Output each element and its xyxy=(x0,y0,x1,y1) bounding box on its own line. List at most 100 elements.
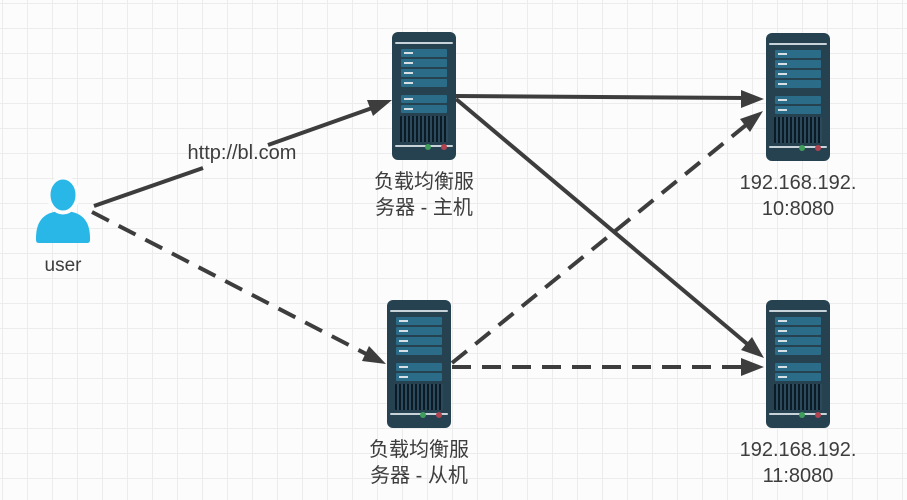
user-label: user xyxy=(44,255,82,276)
node-backend-2: 192.168.192. 11:8080 xyxy=(718,300,878,489)
drive-bar xyxy=(775,337,821,345)
led-green xyxy=(419,411,426,418)
drive-bar xyxy=(775,80,821,88)
drive-bar xyxy=(775,50,821,58)
server-cap-line xyxy=(395,42,453,44)
user-icon xyxy=(36,176,90,243)
edge-url-label: http://bl.com xyxy=(187,142,297,164)
drive-dash xyxy=(778,340,787,342)
drive-dash xyxy=(399,340,408,342)
node-lb-slave: 负载均衡服 务器 - 从机 xyxy=(339,300,499,489)
drive-bar xyxy=(396,363,442,371)
server-leds xyxy=(793,139,821,157)
drive-bar xyxy=(396,337,442,345)
drive-dash xyxy=(778,109,787,111)
drive-dash xyxy=(778,83,787,85)
drive-bar xyxy=(396,347,442,355)
edge-slave-to-backend2 xyxy=(452,358,764,376)
server-bottom-line xyxy=(769,146,827,148)
drive-dash xyxy=(404,72,413,74)
server-bottom-line xyxy=(395,145,453,147)
drive-bar xyxy=(396,317,442,325)
node-label: 192.168.192. 11:8080 xyxy=(740,437,857,489)
server-drive-bars xyxy=(401,49,447,113)
drive-bar xyxy=(775,96,821,104)
server-cap-line xyxy=(769,310,827,312)
server-leds xyxy=(793,406,821,424)
drive-bar xyxy=(396,327,442,335)
server-drive-bars xyxy=(775,50,821,114)
drive-bar xyxy=(775,347,821,355)
drive-bar xyxy=(775,70,821,78)
led-green xyxy=(798,144,805,151)
server-cap-line xyxy=(769,43,827,45)
node-label-line: 192.168.192. xyxy=(739,439,857,461)
drive-dash xyxy=(399,350,408,352)
node-label-line: 务器 - 从机 xyxy=(370,465,468,487)
server-icon xyxy=(766,33,830,161)
drive-dash xyxy=(778,320,787,322)
drive-bar xyxy=(401,79,447,87)
drive-bar xyxy=(401,59,447,67)
server-vent xyxy=(774,384,822,410)
node-label-line: 192.168.192. xyxy=(739,172,857,194)
node-label: 负载均衡服 务器 - 从机 xyxy=(369,437,469,489)
drive-dash xyxy=(399,366,408,368)
server-leds xyxy=(414,406,442,424)
server-drive-bars xyxy=(775,317,821,381)
node-label-line: 务器 - 主机 xyxy=(375,197,473,219)
server-icon xyxy=(387,300,451,428)
server-vent xyxy=(395,384,443,410)
drive-dash xyxy=(404,108,413,110)
server-icon xyxy=(766,300,830,428)
drive-dash xyxy=(399,330,408,332)
edge-master-to-backend2 xyxy=(454,97,764,358)
node-label-line: 负载均衡服 xyxy=(374,171,474,193)
drive-bar xyxy=(396,373,442,381)
node-user: user xyxy=(33,176,93,277)
drive-dash xyxy=(399,376,408,378)
node-label-line: 10:8080 xyxy=(761,198,835,220)
drive-bar xyxy=(401,95,447,103)
led-green xyxy=(798,411,805,418)
server-bottom-line xyxy=(390,413,448,415)
drive-dash xyxy=(404,98,413,100)
edge-master-to-backend1 xyxy=(455,90,764,108)
led-red xyxy=(815,411,821,418)
node-label: 192.168.192. 10:8080 xyxy=(740,170,857,222)
drive-dash xyxy=(404,52,413,54)
drive-bar xyxy=(775,363,821,371)
drive-bar xyxy=(401,49,447,57)
edge-slave-to-backend1 xyxy=(450,111,763,365)
server-leds xyxy=(419,138,447,156)
server-icon xyxy=(392,32,456,160)
drive-bar xyxy=(775,106,821,114)
drive-bar xyxy=(775,60,821,68)
node-backend-1: 192.168.192. 10:8080 xyxy=(718,33,878,222)
drive-dash xyxy=(778,350,787,352)
edge-user-to-slave xyxy=(91,210,386,364)
led-red xyxy=(441,143,447,150)
drive-dash xyxy=(778,330,787,332)
drive-bar xyxy=(401,69,447,77)
drive-bar xyxy=(775,317,821,325)
drive-dash xyxy=(778,366,787,368)
drive-dash xyxy=(778,376,787,378)
drive-bar xyxy=(775,327,821,335)
led-red xyxy=(815,144,821,151)
drive-dash xyxy=(778,73,787,75)
server-drive-bars xyxy=(396,317,442,381)
server-bottom-line xyxy=(769,413,827,415)
drive-dash xyxy=(399,320,408,322)
node-label-line: 11:8080 xyxy=(762,465,834,487)
drive-dash xyxy=(404,82,413,84)
drive-dash xyxy=(778,99,787,101)
node-lb-master: 负载均衡服 务器 - 主机 xyxy=(344,32,504,221)
led-green xyxy=(424,143,431,150)
server-vent xyxy=(400,116,448,142)
drive-bar xyxy=(401,105,447,113)
drive-bar xyxy=(775,373,821,381)
led-red xyxy=(436,411,442,418)
